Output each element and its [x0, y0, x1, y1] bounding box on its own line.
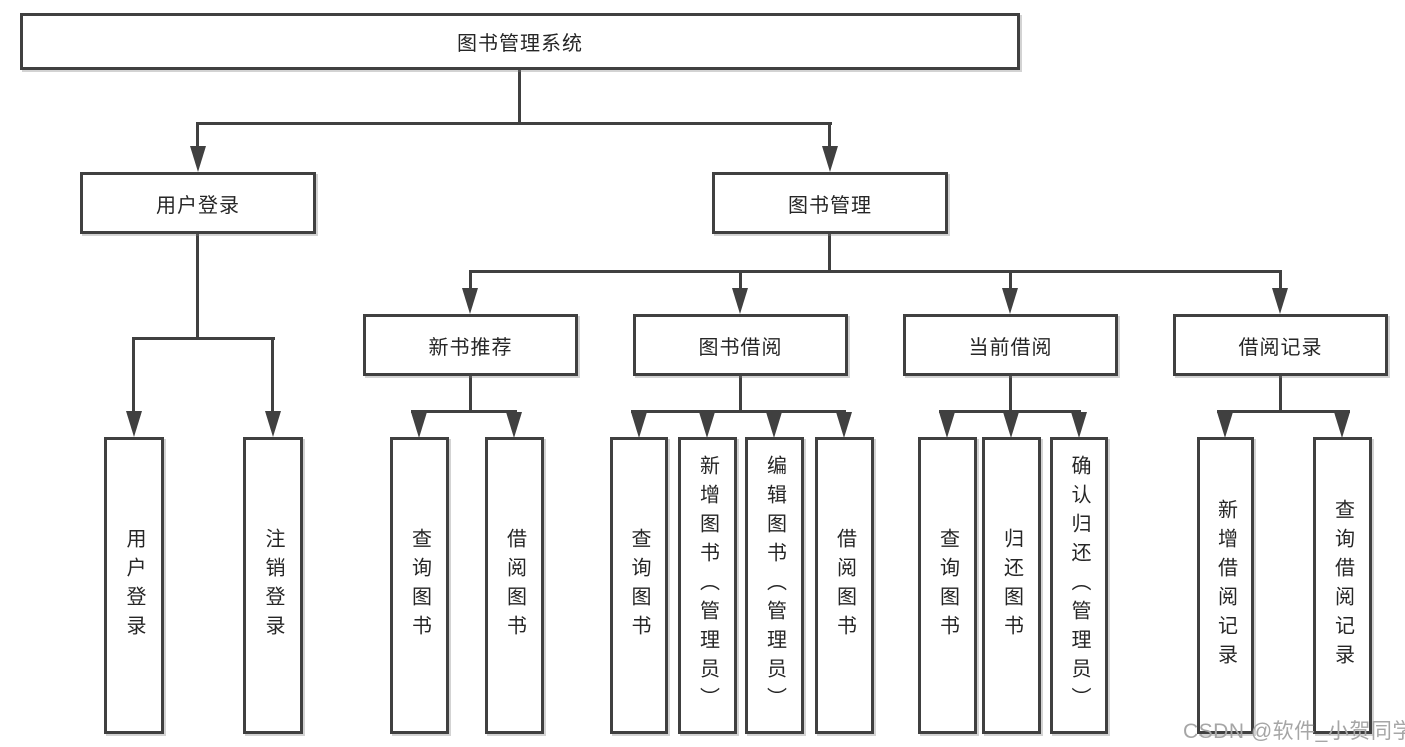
- csdn-watermark: CSDN @软件_小贺同学: [1183, 720, 1405, 743]
- arrowhead-icon: [1003, 412, 1019, 438]
- node-user-login: 用户登录: [80, 172, 316, 234]
- leaf-add-books-admin: 新增图书（管理员）: [678, 437, 737, 734]
- arrowhead-icon: [1217, 412, 1233, 438]
- arrowhead-icon: [126, 411, 142, 437]
- arrowhead-icon: [939, 412, 955, 438]
- arrowhead-icon: [1272, 288, 1288, 314]
- h-line: [939, 410, 1081, 413]
- v-line: [828, 234, 831, 273]
- h-line: [631, 410, 846, 413]
- arrowhead-icon: [699, 412, 715, 438]
- leaf-query-books-current: 查询图书: [918, 437, 977, 734]
- leaf-add-borrow-record: 新增借阅记录: [1197, 437, 1254, 734]
- node-book-management: 图书管理: [712, 172, 948, 234]
- arrowhead-icon: [822, 146, 838, 172]
- arrowhead-icon: [462, 288, 478, 314]
- node-borrow-records: 借阅记录: [1173, 314, 1388, 376]
- arrowhead-icon: [766, 412, 782, 438]
- v-line: [1009, 376, 1012, 413]
- arrowhead-icon: [506, 412, 522, 438]
- v-line: [469, 270, 472, 292]
- v-line: [196, 234, 199, 340]
- leaf-query-books-recommend: 查询图书: [390, 437, 449, 734]
- leaf-confirm-return-admin: 确认归还（管理员）: [1050, 437, 1108, 734]
- v-line: [739, 270, 742, 292]
- leaf-edit-books-admin: 编辑图书（管理员）: [745, 437, 804, 734]
- v-line: [271, 337, 274, 415]
- h-line: [411, 410, 517, 413]
- v-line: [469, 376, 472, 413]
- v-line: [1279, 270, 1282, 292]
- arrowhead-icon: [631, 412, 647, 438]
- arrowhead-icon: [190, 146, 206, 172]
- v-line: [518, 68, 521, 125]
- h-line: [132, 337, 275, 340]
- h-line: [1217, 410, 1350, 413]
- arrowhead-icon: [265, 411, 281, 437]
- v-line: [196, 122, 199, 150]
- h-line: [469, 270, 1282, 273]
- node-book-borrow: 图书借阅: [633, 314, 848, 376]
- node-library-management-system: 图书管理系统: [20, 13, 1020, 70]
- leaf-logout-login: 注销登录: [243, 437, 303, 734]
- leaf-return-books: 归还图书: [982, 437, 1041, 734]
- leaf-borrow-books-recommend: 借阅图书: [485, 437, 544, 734]
- node-new-book-recommend: 新书推荐: [363, 314, 578, 376]
- v-line: [739, 376, 742, 413]
- arrowhead-icon: [1002, 288, 1018, 314]
- arrowhead-icon: [411, 412, 427, 438]
- arrowhead-icon: [836, 412, 852, 438]
- arrowhead-icon: [1334, 412, 1350, 438]
- leaf-user-login: 用户登录: [104, 437, 164, 734]
- leaf-borrow-books: 借阅图书: [815, 437, 874, 734]
- arrowhead-icon: [732, 288, 748, 314]
- v-line: [132, 337, 135, 415]
- h-line: [196, 122, 832, 125]
- node-current-borrow: 当前借阅: [903, 314, 1118, 376]
- leaf-query-borrow-record: 查询借阅记录: [1313, 437, 1372, 734]
- v-line: [1279, 376, 1282, 413]
- leaf-query-books-borrow: 查询图书: [610, 437, 668, 734]
- arrowhead-icon: [1071, 412, 1087, 438]
- v-line: [1009, 270, 1012, 292]
- v-line: [828, 122, 831, 150]
